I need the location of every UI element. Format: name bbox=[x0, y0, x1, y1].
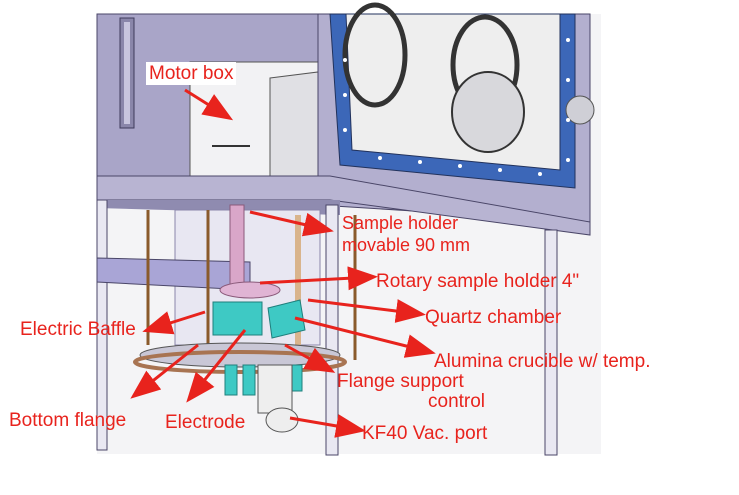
rear-leg bbox=[544, 229, 558, 456]
label-motor-box: Motor box bbox=[146, 62, 237, 85]
glove-cuff bbox=[451, 71, 525, 153]
rod-right bbox=[295, 215, 301, 365]
side-valve bbox=[565, 95, 595, 125]
arrow-alumina-crucible bbox=[294, 316, 436, 358]
arrow-motor-box bbox=[184, 88, 234, 121]
flange-ring bbox=[133, 350, 347, 374]
arrow-bottom-flange bbox=[130, 343, 199, 399]
crucible-left bbox=[212, 301, 263, 336]
wall-slot-inner bbox=[124, 22, 130, 124]
crucible-right bbox=[267, 299, 306, 339]
electrodes bbox=[224, 364, 303, 396]
label-quartz-chamber: Quartz chamber bbox=[425, 307, 562, 328]
arrow-electrode bbox=[186, 329, 247, 403]
label-bottom-flange: Bottom flange bbox=[9, 410, 127, 431]
label-kf40-port: KF40 Vac. port bbox=[362, 423, 488, 444]
arrow-kf40 bbox=[289, 414, 366, 438]
vacuum-tube bbox=[257, 364, 293, 414]
window-bolts bbox=[343, 38, 570, 176]
sample-holder-rod bbox=[229, 204, 245, 291]
arrow-sample-holder bbox=[249, 210, 334, 237]
rotary-sample-holder bbox=[219, 281, 281, 299]
label-flange-support: Flange support bbox=[337, 371, 464, 392]
label-alumina-crucible-line2: control bbox=[428, 391, 486, 412]
arrow-electric-baffle bbox=[142, 310, 206, 335]
label-electrode: Electrode bbox=[165, 412, 246, 433]
label-rotary-sample-holder: Rotary sample holder 4" bbox=[376, 271, 580, 292]
glove-port-left bbox=[342, 2, 408, 108]
motor-box-side bbox=[269, 71, 319, 177]
front-leg bbox=[325, 204, 339, 456]
annotation-arrows bbox=[130, 88, 436, 438]
arrow-rotary-holder bbox=[259, 266, 378, 291]
arrow-flange-support bbox=[284, 343, 336, 373]
label-sample-holder-line2: movable 90 mm bbox=[342, 235, 471, 255]
label-alumina-crucible-line1: Alumina crucible w/ temp. bbox=[434, 351, 651, 372]
label-electric-baffle: Electric Baffle bbox=[20, 319, 136, 340]
window-glass bbox=[345, 13, 561, 171]
label-sample-holder-line1: Sample holder bbox=[342, 213, 459, 233]
left-leg bbox=[96, 199, 108, 451]
arrow-quartz-chamber bbox=[307, 298, 426, 323]
